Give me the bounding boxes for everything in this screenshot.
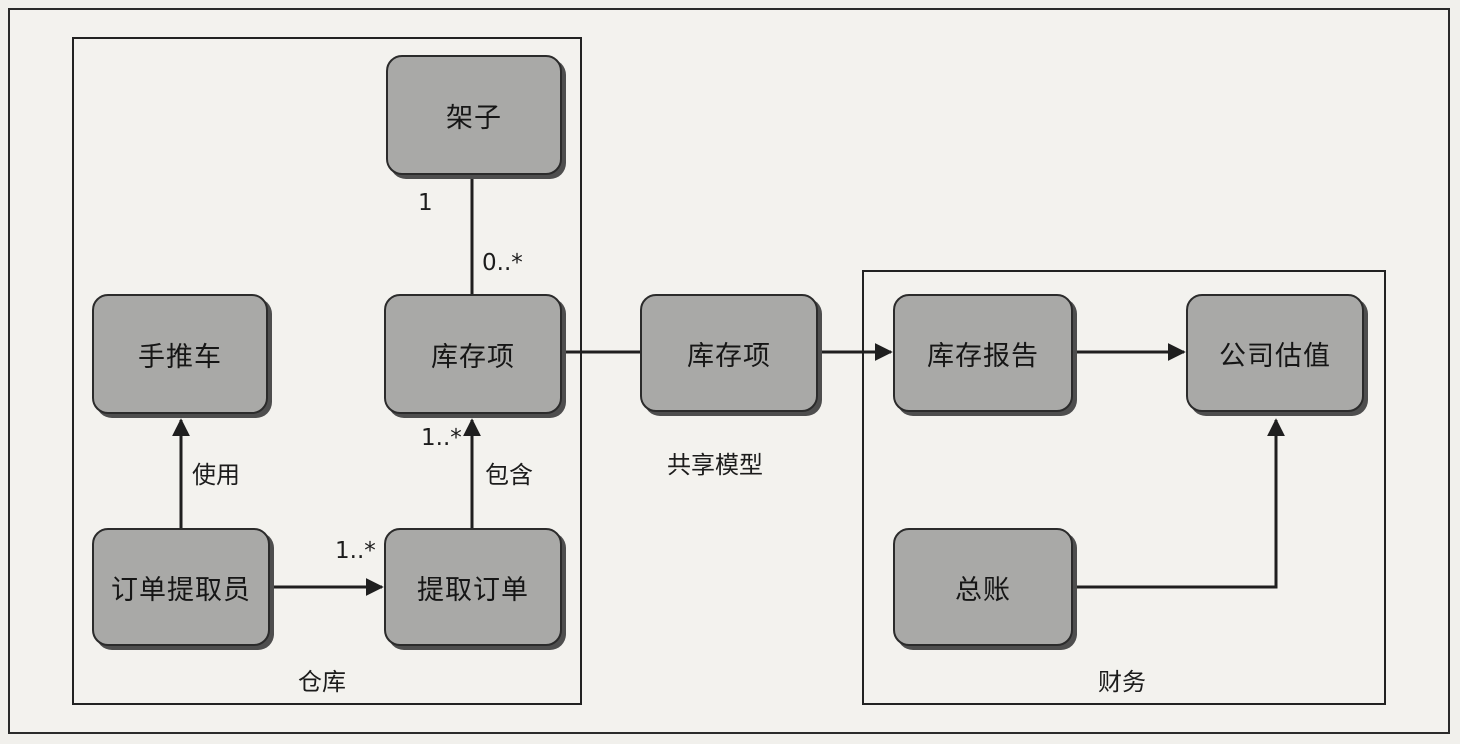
warehouse-context bbox=[72, 37, 582, 705]
ledger-valuation-arrow bbox=[1077, 418, 1285, 589]
node-inventory-item-shared-label: 库存项 bbox=[687, 340, 771, 372]
uses-label: 使用 bbox=[192, 461, 240, 489]
node-general-ledger-label: 总账 bbox=[955, 574, 1011, 606]
node-pick-order[interactable]: 提取订单 bbox=[384, 528, 562, 646]
contains-label: 包含 bbox=[485, 461, 533, 489]
node-inventory-item-warehouse[interactable]: 库存项 bbox=[384, 294, 562, 414]
shared-model-label: 共享模型 bbox=[667, 451, 763, 479]
node-inventory-item-shared[interactable]: 库存项 bbox=[640, 294, 818, 412]
node-pick-order-label: 提取订单 bbox=[417, 574, 529, 606]
node-inventory-item-warehouse-label: 库存项 bbox=[431, 341, 515, 373]
node-shelf-label: 架子 bbox=[446, 102, 502, 134]
node-company-valuation[interactable]: 公司估值 bbox=[1186, 294, 1364, 412]
node-general-ledger[interactable]: 总账 bbox=[893, 528, 1073, 646]
node-cart-label: 手推车 bbox=[138, 341, 222, 373]
multiplicity-order-picker: 1..* bbox=[335, 538, 376, 564]
node-order-picker-label: 订单提取员 bbox=[111, 574, 251, 606]
node-company-valuation-label: 公司估值 bbox=[1219, 340, 1331, 372]
node-shelf[interactable]: 架子 bbox=[386, 55, 562, 175]
node-cart[interactable]: 手推车 bbox=[92, 294, 268, 414]
finance-context-label: 财务 bbox=[1098, 668, 1146, 696]
node-order-picker[interactable]: 订单提取员 bbox=[92, 528, 270, 646]
node-inventory-report[interactable]: 库存报告 bbox=[893, 294, 1073, 412]
finance-context bbox=[862, 270, 1386, 705]
multiplicity-item-shelf: 0..* bbox=[482, 250, 523, 276]
multiplicity-shelf: 1 bbox=[418, 190, 433, 216]
warehouse-context-label: 仓库 bbox=[298, 668, 346, 696]
node-inventory-report-label: 库存报告 bbox=[927, 340, 1039, 372]
multiplicity-item-order: 1..* bbox=[421, 425, 462, 451]
